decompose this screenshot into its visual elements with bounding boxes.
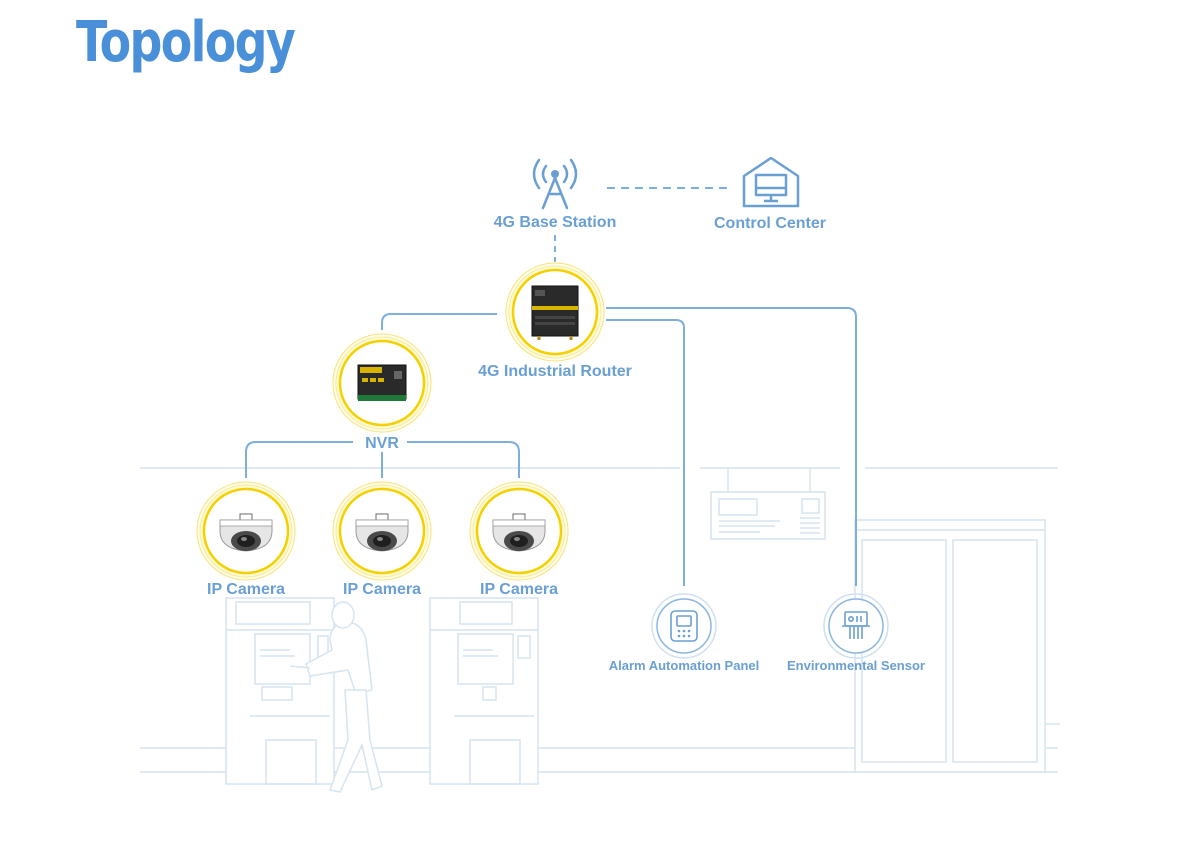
nvr-to-camera1-link [245, 441, 353, 478]
atm-machine [225, 597, 335, 785]
antenna-tower-icon [532, 158, 578, 210]
env-sensor-label: Environmental Sensor [787, 658, 925, 673]
router-to-alarm-link [606, 319, 685, 586]
ip-camera-node: IP Camera [192, 477, 300, 598]
background-scene [140, 467, 1060, 793]
dome-camera-icon [355, 513, 409, 552]
nvr-device-icon [357, 364, 407, 401]
building-monitor-icon [742, 156, 800, 208]
hanging-sign [710, 468, 826, 540]
camera-label: IP Camera [480, 581, 558, 598]
dome-camera-icon [492, 513, 546, 552]
router-to-nvr-link [381, 313, 497, 330]
page-title: Topology [76, 10, 296, 75]
nvr-to-camera3-link [407, 441, 520, 478]
dome-camera-icon [219, 513, 273, 552]
sensor-icon [842, 611, 870, 639]
control-center-node: Control Center [714, 156, 826, 232]
router-node: 4G Industrial Router [478, 258, 632, 380]
camera-label: IP Camera [343, 581, 421, 598]
ip-camera-node: IP Camera [465, 477, 573, 598]
nvr-node: NVR [328, 329, 436, 452]
router-device-icon [531, 285, 579, 340]
base-station-node: 4G Base Station [494, 158, 617, 231]
router-to-sensor-link [606, 307, 857, 586]
alarm-panel-node: Alarm Automation Panel [609, 593, 759, 673]
nvr-label: NVR [365, 435, 399, 452]
env-sensor-node: Environmental Sensor [787, 593, 925, 673]
alarm-panel-label: Alarm Automation Panel [609, 658, 759, 673]
glass-door [854, 519, 1060, 773]
connections [245, 187, 857, 586]
control-center-label: Control Center [714, 215, 826, 232]
ip-camera-node: IP Camera [328, 477, 436, 598]
atm-machine [429, 597, 539, 785]
base-station-label: 4G Base Station [494, 214, 617, 231]
person-figure [289, 601, 383, 793]
camera-label: IP Camera [207, 581, 285, 598]
keypad-panel-icon [670, 610, 698, 642]
router-label: 4G Industrial Router [478, 363, 632, 380]
